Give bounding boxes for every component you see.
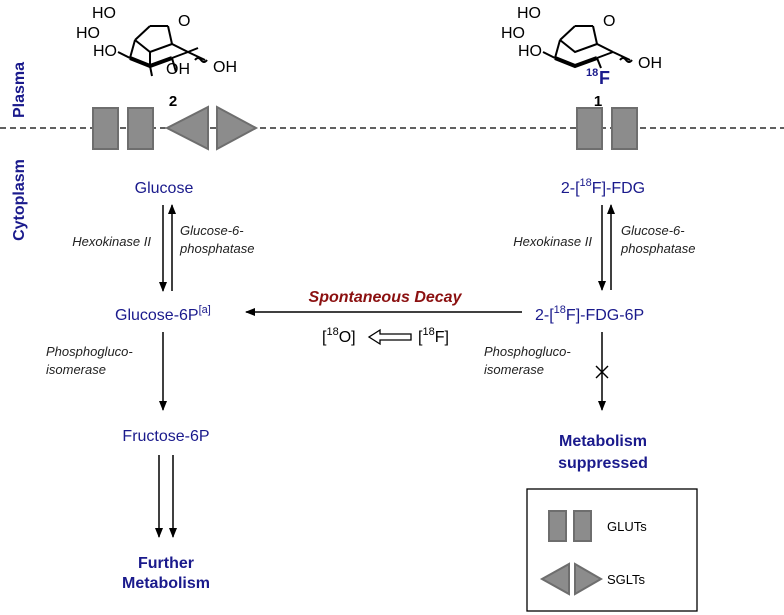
- legend-box: GLUTs SGLTs: [526, 488, 698, 612]
- fdg6p-label: 2-[18F]-FDG-6P: [535, 304, 644, 324]
- fdg-isotope: 18: [586, 67, 598, 79]
- phosphatase-label-right-1: Glucose-6-: [621, 223, 685, 238]
- oxygen18-label: [18O]: [322, 326, 356, 346]
- legend-sglts-label: SGLTs: [607, 572, 646, 587]
- fdg-fluorine: F: [599, 68, 610, 88]
- hollow-arrow-icon: [367, 328, 412, 346]
- fdg-oh-anomeric: OH: [638, 55, 662, 72]
- isomerase-label-left-2: isomerase: [46, 362, 106, 377]
- hexokinase-label-left: Hexokinase II: [72, 234, 151, 249]
- glut-transporter-right: [576, 107, 638, 150]
- cytoplasm-label: Cytoplasm: [11, 159, 28, 241]
- glucose-ring-o: O: [178, 13, 190, 30]
- glucose-label: Glucose: [135, 180, 194, 197]
- blocked-cross-icon: [595, 365, 609, 379]
- phosphatase-label-left-2: phosphatase: [179, 241, 254, 256]
- glucose-oh-c2: OH: [166, 61, 190, 78]
- decay-label: Spontaneous Decay: [309, 289, 463, 306]
- further-metabolism-1: Further: [138, 555, 194, 572]
- glucose-structure: HO HO HO OH OH O 2: [76, 5, 237, 110]
- g6p-label: Glucose-6P[a]: [115, 304, 211, 324]
- fdg-number: 1: [594, 93, 602, 110]
- f6p-label: Fructose-6P: [122, 428, 209, 445]
- legend-sglt-icon: [539, 562, 604, 596]
- fdg-structure: HO HO HO O OH 18 F 1: [501, 5, 662, 110]
- hexokinase-label-right: Hexokinase II: [513, 234, 592, 249]
- sglt-transporter: [164, 105, 259, 151]
- metabolism-suppressed-2: suppressed: [558, 455, 648, 472]
- isomerase-label-left-1: Phosphogluco-: [46, 344, 133, 359]
- glucose-ho-low: HO: [93, 43, 117, 60]
- fdg-ho-top: HO: [517, 5, 541, 22]
- glucose-oh-anomeric: OH: [213, 59, 237, 76]
- fdg-label: 2-[18F]-FDG: [561, 177, 645, 197]
- further-metabolism-2: Metabolism: [122, 575, 210, 592]
- fluorine18-label: [18F]: [418, 326, 449, 346]
- metabolism-suppressed-1: Metabolism: [559, 433, 647, 450]
- isomerase-label-right-1: Phosphogluco-: [484, 344, 571, 359]
- fdg-ho-low: HO: [518, 43, 542, 60]
- isomerase-label-right-2: isomerase: [484, 362, 544, 377]
- fdg-ring-o: O: [603, 13, 615, 30]
- phosphatase-label-left-1: Glucose-6-: [180, 223, 244, 238]
- legend-gluts-label: GLUTs: [607, 519, 647, 534]
- glucose-ho-top: HO: [92, 5, 116, 22]
- phosphatase-label-right-2: phosphatase: [620, 241, 695, 256]
- glucose-number: 2: [169, 93, 177, 110]
- plasma-label: Plasma: [11, 62, 28, 118]
- glucose-ho-mid: HO: [76, 25, 100, 42]
- glut-transporter-left: [92, 107, 154, 150]
- legend-glut-icon: [548, 510, 592, 542]
- fdg-ho-mid: HO: [501, 25, 525, 42]
